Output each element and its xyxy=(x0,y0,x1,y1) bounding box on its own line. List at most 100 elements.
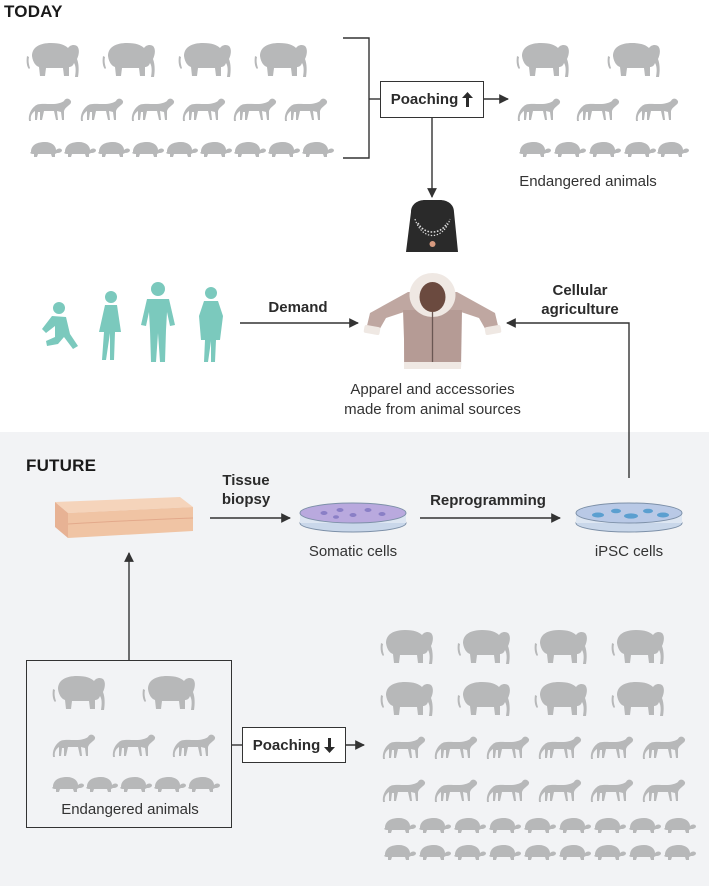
turtle-icon xyxy=(234,142,266,157)
cheetah-icon xyxy=(538,736,582,759)
future-endangered-label: Endangered animals xyxy=(61,801,199,818)
skin-tissue-icon xyxy=(55,497,194,538)
products-label: Apparel and accessories made from animal… xyxy=(344,381,521,418)
today-endangered-label: Endangered animals xyxy=(519,173,657,190)
turtle-icon xyxy=(64,142,96,157)
girl-icon xyxy=(199,287,223,362)
somatic-cells-dish-icon xyxy=(299,502,407,533)
turtle-icon xyxy=(629,845,661,860)
cheetah-icon xyxy=(590,736,634,759)
turtle-icon xyxy=(519,142,551,157)
turtle-icon xyxy=(132,142,164,157)
tissue-biopsy-label: Tissue biopsy xyxy=(221,472,271,508)
turtle-icon xyxy=(302,142,334,157)
cellular-agriculture-arrow xyxy=(506,318,630,478)
turtle-icon xyxy=(98,142,130,157)
turtle-icon xyxy=(454,845,486,860)
turtle-icon xyxy=(489,845,521,860)
turtle-icon xyxy=(589,142,621,157)
turtle-icon xyxy=(559,845,591,860)
turtle-icon xyxy=(554,142,586,157)
cheetah-icon xyxy=(576,98,620,121)
man-icon xyxy=(141,282,175,362)
fur-coat-icon xyxy=(363,273,502,369)
turtle-icon xyxy=(664,845,696,860)
elephant-icon xyxy=(611,682,664,716)
turtle-icon xyxy=(594,845,626,860)
ipsc-cells-label: iPSC cells xyxy=(594,543,664,560)
ipsc-cells-dish-icon xyxy=(575,502,683,533)
turtle-icon xyxy=(594,818,626,833)
elephant-icon xyxy=(457,630,510,664)
running-child-icon xyxy=(42,302,78,349)
turtle-icon xyxy=(419,818,451,833)
turtle-icon xyxy=(419,845,451,860)
elephant-icon xyxy=(178,43,231,77)
elephant-icon xyxy=(534,682,587,716)
elephant-icon xyxy=(26,43,79,77)
turtle-icon xyxy=(524,818,556,833)
turtle-icon xyxy=(664,818,696,833)
future-section-title: FUTURE xyxy=(26,456,97,475)
cheetah-icon xyxy=(182,98,226,121)
cheetah-icon xyxy=(233,98,277,121)
elephant-icon xyxy=(102,43,155,77)
elephant-icon xyxy=(254,43,307,77)
cheetah-icon xyxy=(635,98,679,121)
cheetah-icon xyxy=(486,779,530,802)
turtle-icon xyxy=(268,142,300,157)
cheetah-icon xyxy=(131,98,175,121)
turtle-icon xyxy=(384,845,416,860)
elephant-icon xyxy=(611,630,664,664)
cheetah-icon xyxy=(590,779,634,802)
elephant-icon xyxy=(380,630,433,664)
cheetah-icon xyxy=(80,98,124,121)
elephant-icon xyxy=(457,682,510,716)
today-animal-population xyxy=(26,43,334,157)
poaching-label: Poaching xyxy=(390,91,459,108)
cheetah-icon xyxy=(538,779,582,802)
turtle-icon xyxy=(454,818,486,833)
cheetah-icon xyxy=(382,779,426,802)
today-endangered-animals xyxy=(516,43,689,157)
cheetah-icon xyxy=(284,98,328,121)
future-poaching-box: Poaching xyxy=(242,727,346,763)
turtle-icon xyxy=(524,845,556,860)
turtle-icon xyxy=(489,818,521,833)
up-arrow-icon xyxy=(462,92,474,107)
cheetah-icon xyxy=(382,736,426,759)
consumers-group xyxy=(42,282,223,362)
turtle-icon xyxy=(657,142,689,157)
cellular-agriculture-label: Cellular agriculture xyxy=(541,282,619,318)
elephant-icon xyxy=(607,43,660,77)
turtle-icon xyxy=(559,818,591,833)
down-arrow-icon xyxy=(324,737,336,753)
turtle-icon xyxy=(166,142,198,157)
cheetah-icon xyxy=(28,98,72,121)
necklace-icon xyxy=(406,200,458,252)
cheetah-icon xyxy=(517,98,561,121)
future-endangered-box xyxy=(26,660,232,828)
cheetah-icon xyxy=(486,736,530,759)
elephant-icon xyxy=(516,43,569,77)
turtle-icon xyxy=(384,818,416,833)
turtle-icon xyxy=(30,142,62,157)
reprogramming-label: Reprogramming xyxy=(430,492,546,509)
demand-label: Demand xyxy=(268,299,328,316)
turtle-icon xyxy=(624,142,656,157)
today-bracket xyxy=(343,37,370,159)
today-poaching-box: Poaching xyxy=(380,81,484,118)
turtle-icon xyxy=(629,818,661,833)
poaching-label: Poaching xyxy=(252,736,321,754)
woman-icon xyxy=(99,291,121,360)
somatic-cells-label: Somatic cells xyxy=(308,543,398,560)
future-recovered-population xyxy=(380,630,696,860)
elephant-icon xyxy=(534,630,587,664)
elephant-icon xyxy=(380,682,433,716)
turtle-icon xyxy=(200,142,232,157)
cheetah-icon xyxy=(434,736,478,759)
cheetah-icon xyxy=(642,779,686,802)
today-section-title: TODAY xyxy=(4,2,63,21)
